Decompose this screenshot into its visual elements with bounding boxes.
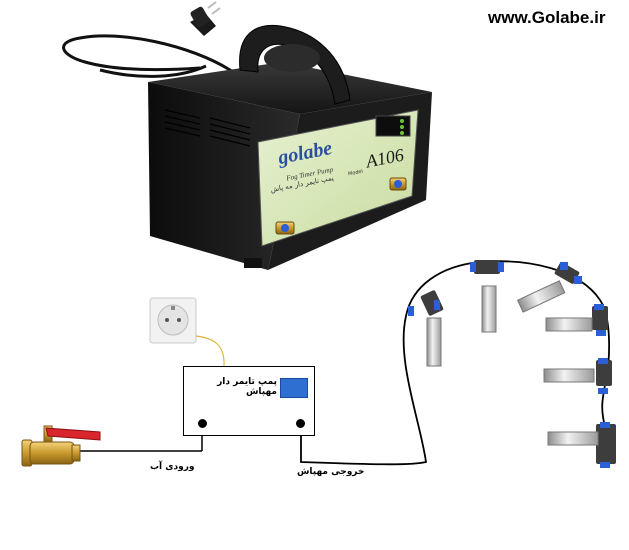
brass-outlet-fitting [390, 178, 406, 190]
pump-display-indicator [280, 378, 308, 398]
mist-nozzle-icon [420, 260, 616, 464]
outlet-port [296, 419, 305, 428]
ball-valve-icon [22, 426, 100, 466]
power-plug-icon [189, 2, 220, 36]
inlet-port [198, 419, 207, 428]
power-wire [196, 336, 224, 366]
pump-box-label: پمپ تایمر دار مهپاش [197, 377, 277, 397]
wall-socket-icon [150, 298, 196, 343]
inlet-label: ورودی آب [150, 462, 195, 472]
brass-inlet-fitting [276, 222, 294, 234]
outlet-label: خروجی مهپاش [297, 467, 364, 477]
